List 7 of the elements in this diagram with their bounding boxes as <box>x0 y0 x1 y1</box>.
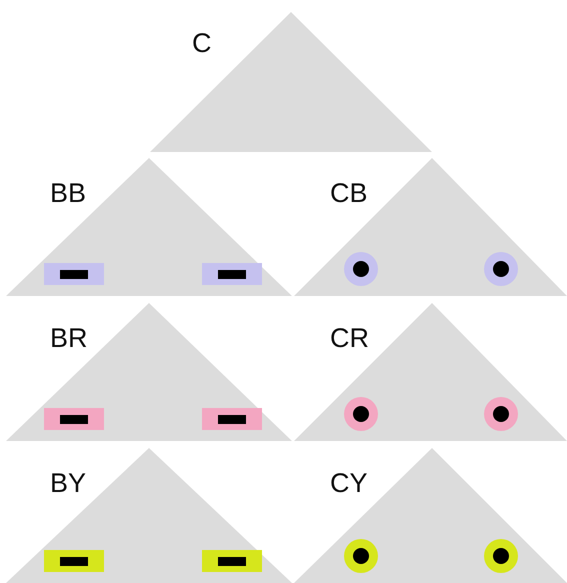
triangle-label: BY <box>50 470 86 497</box>
triangle-label: BB <box>50 180 86 207</box>
triangle-label: C <box>192 30 212 57</box>
triangle-label: CY <box>330 470 368 497</box>
triangle-label: CB <box>330 180 368 207</box>
triangle-label: BR <box>50 325 88 352</box>
triangle-label: CR <box>330 325 369 352</box>
